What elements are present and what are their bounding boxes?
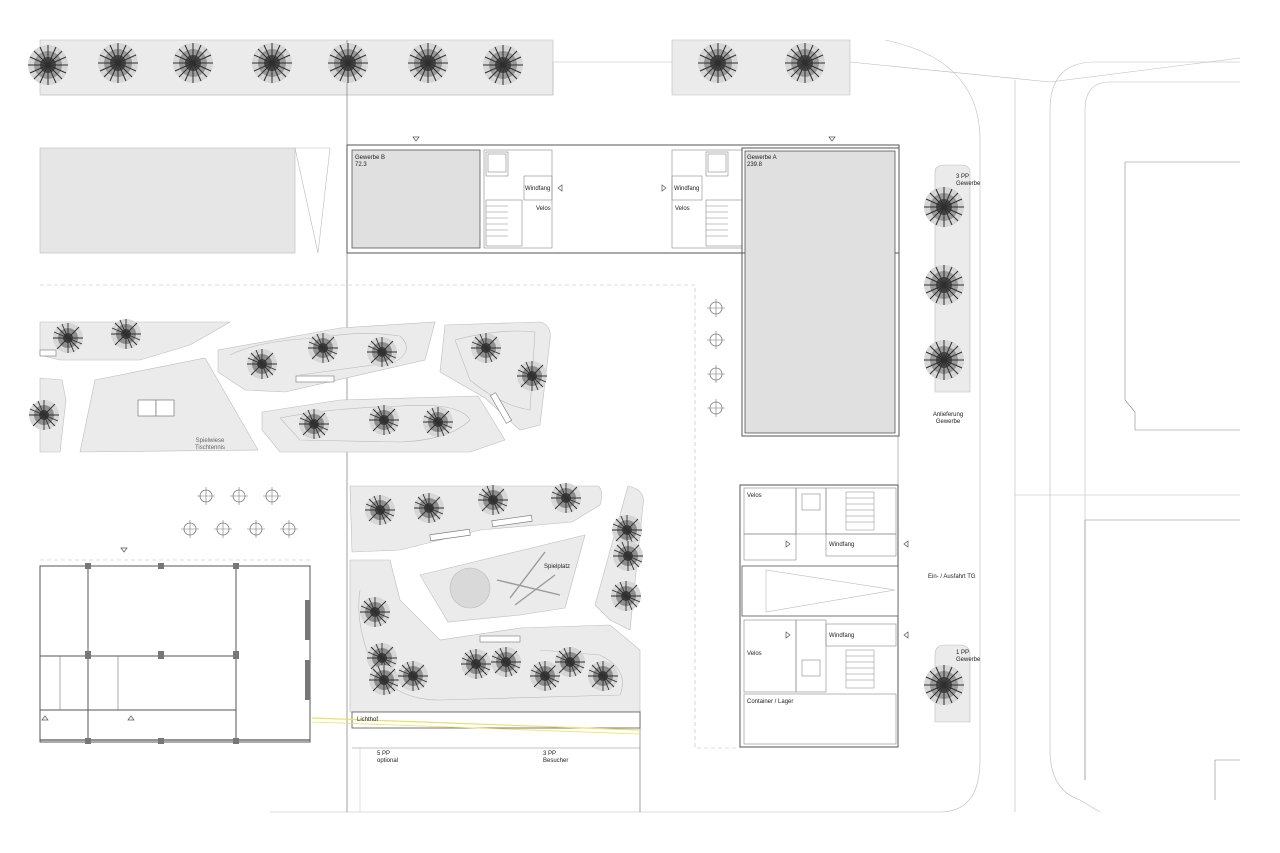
tree-icon [612, 540, 644, 572]
tree-icon [28, 399, 60, 431]
pp-gewerbe-bottom-label: 1 PP [956, 650, 969, 656]
tree-icon [554, 646, 586, 678]
table-icon [706, 330, 726, 350]
tree-icon [110, 318, 142, 350]
tree-icon [923, 186, 965, 228]
lichthof-label: Lichthof [357, 717, 378, 723]
tree-icon [490, 646, 522, 678]
pp-gewerbe-top-label: 3 PP [956, 174, 969, 180]
entrance-triangle-icon [661, 184, 667, 192]
tree-icon [587, 660, 619, 692]
tree-icon [482, 44, 524, 86]
tree-icon [251, 42, 293, 84]
outdoor-tables-east [706, 298, 726, 418]
gewerbe-a-label: Gewerbe A [747, 155, 777, 161]
entrance-triangle-icon [127, 715, 135, 721]
table-icon [229, 486, 249, 506]
entrance-triangle-icon [903, 631, 909, 639]
tree-icon [470, 332, 502, 364]
table-icon [196, 486, 216, 506]
pp-besucher-sub: Besucher [543, 758, 568, 764]
gewerbe-a-area: 239.8 [747, 162, 763, 168]
tischtennis-label: Tischtennis [195, 445, 225, 451]
windfang-label: Windfang [674, 186, 699, 192]
tree-icon [364, 494, 396, 526]
tree-icon [422, 406, 454, 438]
spielwiese-label: Spielwiese [196, 438, 225, 444]
tree-icon [923, 339, 965, 381]
table-icon [706, 364, 726, 384]
tree-icon [246, 348, 278, 380]
spielplatz-label: Spielplatz [544, 564, 570, 570]
table-icon [180, 519, 200, 539]
anlieferung-label: Anlieferung [933, 412, 963, 418]
tree-icon [368, 664, 400, 696]
building-east [739, 436, 909, 748]
outdoor-tables-west [180, 486, 299, 539]
entrance-triangle-icon [120, 547, 128, 553]
ein-ausfahrt-label: Ein- / Ausfahrt TG [928, 574, 976, 580]
pp-gewerbe-bottom-sub: Gewerbe [956, 657, 981, 663]
velos-label: Velos [536, 206, 551, 212]
tree-icon [697, 42, 739, 84]
table-icon [246, 519, 266, 539]
entrance-triangle-icon [785, 631, 791, 639]
pp-optional-sub: optional [377, 758, 398, 764]
tree-icon [477, 484, 509, 516]
tree-icon [923, 664, 965, 706]
velos-label: Velos [675, 206, 690, 212]
pp-gewerbe-top-sub: Gewerbe [956, 181, 981, 187]
courtyard-upper [28, 318, 551, 453]
table-icon [279, 519, 299, 539]
tree-icon [784, 42, 826, 84]
tree-icon [516, 360, 548, 392]
building-north [346, 136, 900, 437]
tree-icon [172, 42, 214, 84]
table-icon [706, 298, 726, 318]
tree-icon [307, 332, 339, 364]
tree-icon [611, 514, 643, 546]
entrance-triangle-icon [41, 715, 49, 721]
tree-icon [97, 42, 139, 84]
anlieferung-sub: Gewerbe [936, 419, 961, 425]
tree-icon [27, 44, 69, 86]
gewerbe-b-area: 72.3 [355, 162, 367, 168]
velos-label: Velos [747, 651, 762, 657]
tree-icon [359, 596, 391, 628]
pp-optional-label: 5 PP [377, 751, 390, 757]
entrance-triangle-icon [785, 540, 791, 548]
tree-icon [550, 482, 582, 514]
lichthof [311, 711, 641, 812]
tree-icon [327, 42, 369, 84]
tree-icon [413, 492, 445, 524]
gewerbe-b-label: Gewerbe B [355, 155, 385, 161]
pp-besucher-label: 3 PP [543, 751, 556, 757]
windfang-label: Windfang [525, 186, 550, 192]
tree-icon [407, 42, 449, 84]
entrance-triangle-icon [828, 136, 836, 142]
tree-icon [52, 322, 84, 354]
table-icon [213, 519, 233, 539]
windfang-label: Windfang [829, 542, 854, 548]
container-lager-label: Container / Lager [747, 699, 793, 705]
courtyard-lower [349, 482, 644, 713]
tree-icon [366, 336, 398, 368]
windfang-label: Windfang [829, 633, 854, 639]
tree-icon [923, 264, 965, 306]
entrance-triangle-icon [412, 136, 420, 142]
tree-icon [397, 660, 429, 692]
existing-structure-west [39, 547, 311, 744]
table-icon [706, 398, 726, 418]
tree-icon [460, 648, 492, 680]
tree-icon [298, 408, 330, 440]
tree-icon [610, 580, 642, 612]
velos-label: Velos [747, 493, 762, 499]
table-icon [262, 486, 282, 506]
entrance-triangle-icon [903, 540, 909, 548]
entrance-triangle-icon [557, 184, 563, 192]
tree-icon [368, 404, 400, 436]
street-trees-east [923, 164, 971, 723]
